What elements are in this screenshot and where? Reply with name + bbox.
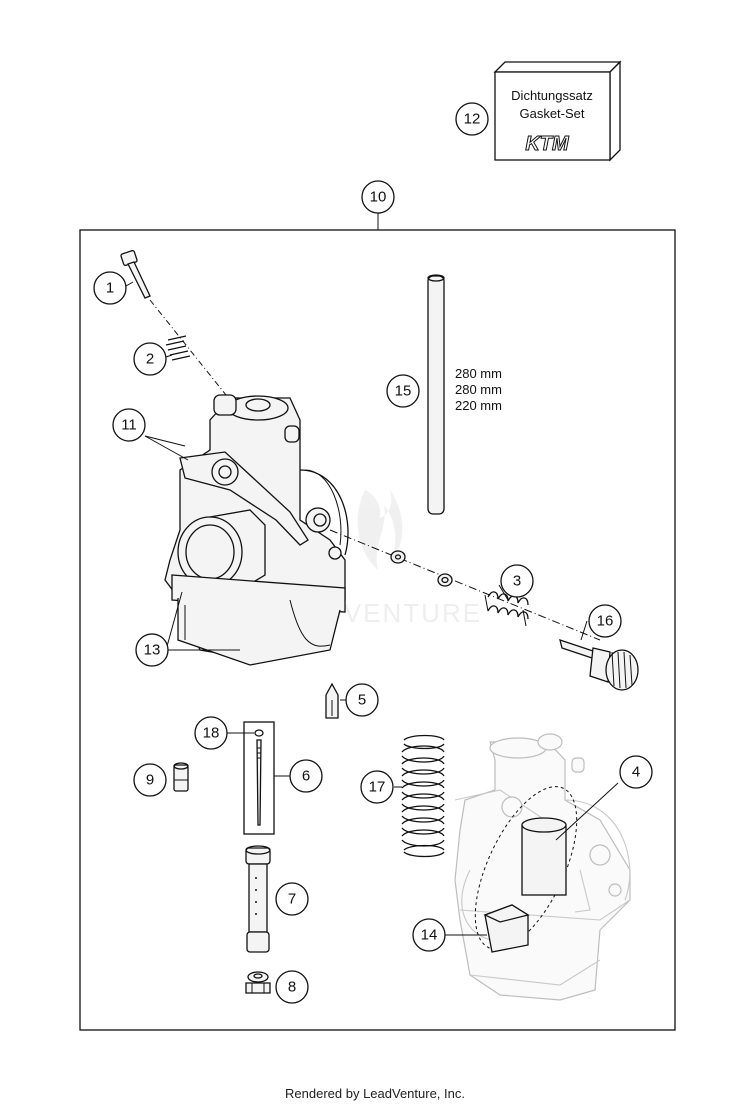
callout-7[interactable]: 7: [275, 882, 309, 916]
svg-text:17: 17: [369, 779, 386, 796]
svg-text:4: 4: [632, 764, 640, 781]
small-spring-part[interactable]: [165, 335, 191, 361]
carburetor-body[interactable]: [164, 394, 349, 666]
svg-text:8: 8: [288, 979, 296, 996]
svg-text:6: 6: [302, 768, 310, 785]
footer-credit: Rendered by LeadVenture, Inc.: [285, 1086, 465, 1101]
callout-15[interactable]: 15: [386, 374, 420, 408]
callout-11[interactable]: 11: [112, 408, 146, 442]
callout-8[interactable]: 8: [275, 970, 309, 1004]
callout-5[interactable]: 5: [345, 683, 379, 717]
callout-12[interactable]: 12: [455, 102, 489, 136]
callout-2[interactable]: 2: [133, 342, 167, 376]
callout-3[interactable]: 3: [500, 564, 534, 598]
gasket-box-line2: Gasket-Set: [519, 106, 584, 121]
tube-length-1: 280 mm: [455, 366, 502, 381]
gasket-box-line1: Dichtungssatz: [511, 88, 593, 103]
leader-lines: [125, 281, 619, 936]
tube-length-3: 220 mm: [455, 398, 502, 413]
svg-text:1: 1: [106, 280, 114, 297]
pilot-jet-part[interactable]: [173, 762, 189, 792]
float-part[interactable]: [483, 904, 530, 953]
float-needle-valve-part[interactable]: [325, 682, 339, 719]
svg-text:16: 16: [597, 613, 614, 630]
needle-jet-part[interactable]: [245, 845, 271, 953]
svg-text:12: 12: [464, 111, 481, 128]
svg-text:3: 3: [513, 573, 521, 590]
svg-text:10: 10: [370, 189, 387, 206]
slide-spring-part[interactable]: [401, 734, 445, 858]
callout-1[interactable]: 1: [93, 271, 127, 305]
screw-part[interactable]: [120, 250, 151, 299]
jet-needle-part[interactable]: [243, 721, 275, 835]
callout-4[interactable]: 4: [619, 755, 653, 789]
tube-length-2: 280 mm: [455, 382, 502, 397]
callout-16[interactable]: 16: [588, 604, 622, 638]
washer-part[interactable]: [390, 550, 453, 587]
callout-10[interactable]: 10: [361, 180, 395, 214]
svg-text:9: 9: [146, 772, 154, 789]
svg-text:15: 15: [395, 383, 412, 400]
throttle-slide-part[interactable]: [521, 817, 567, 896]
callout-6[interactable]: 6: [289, 759, 323, 793]
svg-text:14: 14: [421, 927, 438, 944]
callout-9[interactable]: 9: [133, 763, 167, 797]
callout-13[interactable]: 13: [135, 633, 169, 667]
callout-17[interactable]: 17: [360, 770, 394, 804]
svg-text:13: 13: [144, 642, 161, 659]
overflow-tube-part[interactable]: [427, 274, 445, 515]
callout-18[interactable]: 18: [194, 716, 228, 750]
svg-text:11: 11: [121, 417, 137, 434]
idle-spring-part[interactable]: [484, 591, 529, 627]
svg-text:5: 5: [358, 692, 366, 709]
gasket-set-box[interactable]: Dichtungssatz Gasket-Set KTM: [493, 60, 622, 162]
svg-text:18: 18: [203, 725, 220, 742]
svg-text:2: 2: [146, 351, 154, 368]
callout-14[interactable]: 14: [412, 918, 446, 952]
ktm-logo: KTM: [525, 133, 570, 155]
svg-text:7: 7: [288, 891, 296, 908]
adjusting-screw-part[interactable]: [559, 639, 639, 691]
main-jet-part[interactable]: [245, 971, 271, 994]
